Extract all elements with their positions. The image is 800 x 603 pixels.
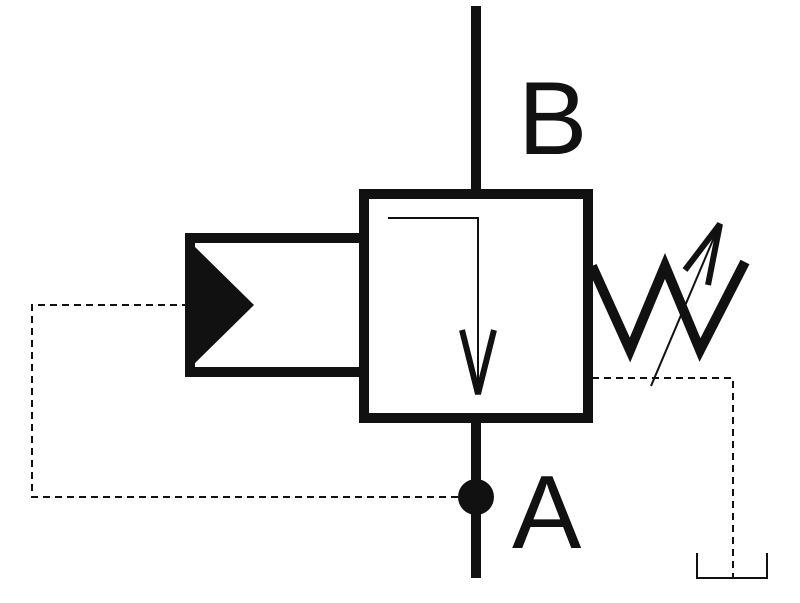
pilot-actuator-housing <box>185 233 364 377</box>
adjustment-arrow-head <box>682 222 723 286</box>
drain-line <box>592 377 734 578</box>
flow-path <box>388 217 479 392</box>
flow-arrow-head <box>459 329 497 395</box>
port-label-a: A <box>512 455 582 571</box>
valve-envelope <box>359 189 593 423</box>
tank-icon <box>696 553 768 579</box>
spring-icon <box>587 253 750 363</box>
pilot-line <box>31 304 470 498</box>
junction-dot <box>458 479 494 515</box>
adjustment-arrow-line <box>650 227 719 387</box>
pilot-triangle-icon <box>192 244 254 366</box>
port-label-b: B <box>518 61 587 177</box>
